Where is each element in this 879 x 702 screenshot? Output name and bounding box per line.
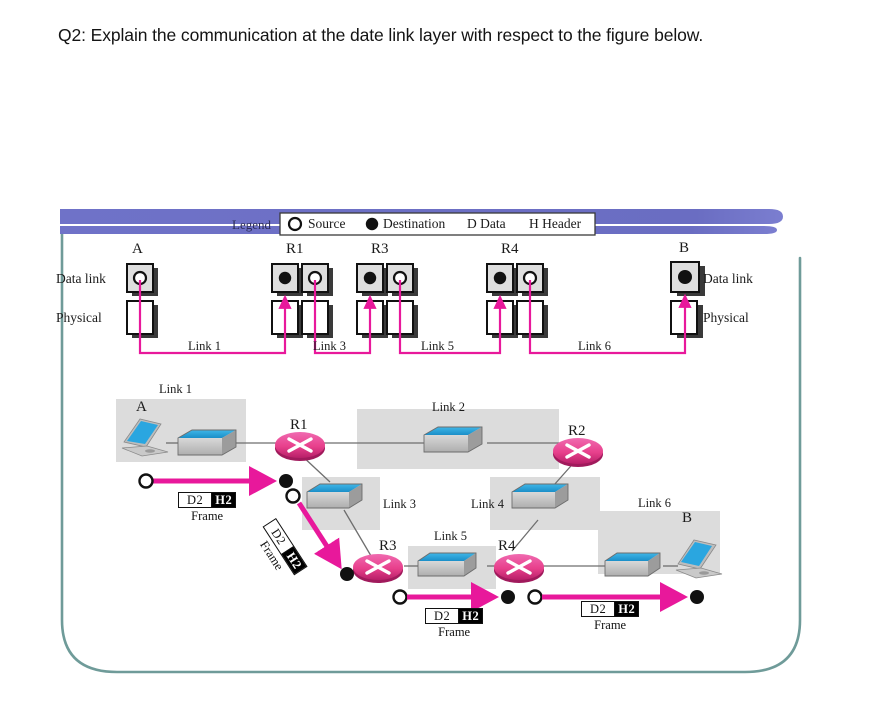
switch-link2 [423, 426, 483, 453]
topology-link-label-4: Link 4 [471, 497, 504, 511]
router-R4 [494, 554, 544, 583]
layer-label-datalink-right: Data link [703, 271, 753, 286]
frame-row: D2 H2 [425, 608, 484, 624]
layer-node-R1 [271, 263, 333, 338]
frame-caption: Frame [438, 625, 471, 639]
topology-link-label-2: Link 2 [432, 400, 465, 414]
topology-host-label-A: A [136, 399, 147, 415]
legend-item-source: Source [308, 216, 346, 231]
frame-header-cell: H2 [458, 609, 483, 623]
destination-marker [279, 474, 293, 488]
destination-marker [501, 590, 515, 604]
layer-node-label-A: A [132, 241, 143, 257]
legend-title: Legend [232, 217, 271, 232]
router-R2 [553, 438, 603, 467]
source-marker [138, 473, 154, 489]
frame-caption: Frame [191, 509, 224, 523]
topology-router-label-R1: R1 [290, 417, 308, 433]
layer-link-label-3: Link 3 [313, 339, 346, 353]
topology-link-label-1: Link 1 [159, 382, 192, 396]
switch-link5 [417, 552, 477, 577]
legend-item-data: D Data [467, 216, 506, 231]
frame-header-cell: H2 [614, 602, 639, 616]
frame-row: D2 H2 [178, 492, 237, 508]
layer-node-label-R4: R4 [501, 241, 519, 257]
router-R3 [353, 554, 403, 583]
layer-label-datalink-left: Data link [56, 271, 106, 286]
layer-label-physical-right: Physical [703, 310, 749, 325]
topology-router-label-R4: R4 [498, 538, 516, 554]
layer-node-label-B: B [679, 240, 690, 256]
flow-arrows [138, 466, 704, 612]
layer-node-R4 [486, 263, 548, 338]
topology-router-label-R2: R2 [568, 423, 586, 439]
frame-row: D2 H2 [581, 601, 640, 617]
layer-node-R3 [356, 263, 418, 338]
layer-label-physical-left: Physical [56, 310, 102, 325]
frame-data-cell: D2 [434, 608, 451, 623]
topology-link-label-5: Link 5 [434, 529, 467, 543]
layer-node-B [670, 261, 705, 338]
legend-item-header: H Header [529, 216, 582, 231]
topology-host-label-B: B [682, 510, 693, 526]
legend-item-destination: Destination [383, 216, 446, 231]
switch-link3 [306, 483, 363, 509]
layer-link-paths [138, 280, 692, 355]
frame-header-cell: H2 [211, 493, 236, 507]
legend-box [279, 212, 596, 236]
switch-link6 [604, 552, 661, 577]
topology-link-label-3: Link 3 [383, 497, 416, 511]
source-marker [392, 589, 408, 605]
layer-node-A [126, 263, 158, 338]
question-text: Q2: Explain the communication at the dat… [58, 22, 798, 49]
destination-marker [690, 590, 704, 604]
frame-data-cell: D2 [590, 601, 607, 616]
switch-link4 [511, 483, 569, 509]
figure-border [60, 213, 802, 674]
source-marker [527, 589, 543, 605]
legend-destination-icon [365, 217, 379, 231]
layer-link-label-1: Link 1 [188, 339, 221, 353]
host-A-laptop [121, 418, 169, 457]
destination-marker [340, 567, 354, 581]
layer-node-label-R3: R3 [371, 241, 389, 257]
frame-data-cell: D2 [187, 492, 204, 507]
frame-caption: Frame [594, 618, 627, 632]
frame-label-3: D2 H2 Frame [425, 608, 484, 640]
topology-link-label-6: Link 6 [638, 496, 671, 510]
question-body: Q2: Explain the communication at the dat… [58, 25, 704, 45]
layer-link-label-5: Link 5 [421, 339, 454, 353]
legend-source-icon [287, 216, 303, 232]
source-marker [285, 488, 301, 504]
host-B-laptop [675, 539, 723, 579]
frame-label-4: D2 H2 Frame [581, 601, 640, 633]
router-R1 [275, 432, 325, 461]
switch-link1 [177, 429, 237, 456]
topology-router-label-R3: R3 [379, 538, 397, 554]
layer-link-label-6: Link 6 [578, 339, 611, 353]
frame-label-1: D2 H2 Frame [178, 492, 237, 524]
layer-node-label-R1: R1 [286, 241, 304, 257]
